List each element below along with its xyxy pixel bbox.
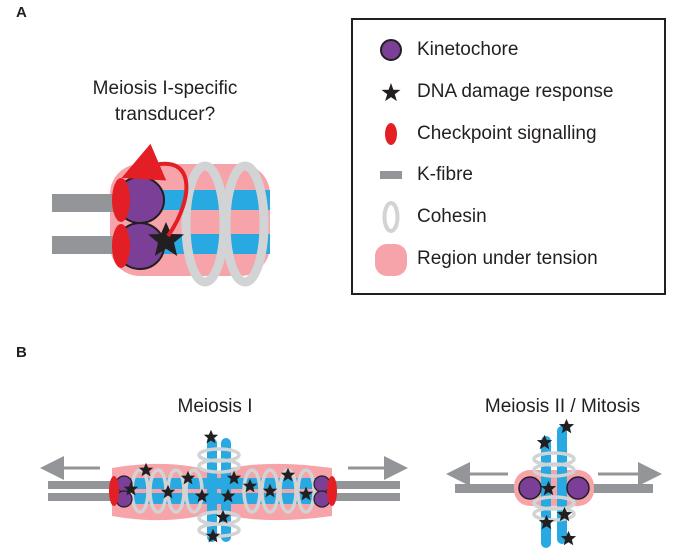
chromatid-horizontal-1 xyxy=(122,478,320,489)
tension-region-meiosis-i xyxy=(112,463,332,521)
k-fibre-left-mii xyxy=(455,484,523,493)
legend-label-tension: Region under tension xyxy=(417,248,598,269)
legend-item-cohesin: Cohesin xyxy=(353,200,664,236)
kinetochore-lower xyxy=(115,222,165,270)
cohesin-ring-1 xyxy=(181,161,229,287)
panel-a-label: A xyxy=(16,4,27,21)
legend-label-checkpoint: Checkpoint signalling xyxy=(417,123,597,144)
chromatid-upper xyxy=(150,190,270,210)
kinetochore-left-2 xyxy=(115,490,133,508)
meiosis-ii-mitosis-title: Meiosis II / Mitosis xyxy=(484,396,641,417)
legend-item-checkpoint: Checkpoint signalling xyxy=(353,117,664,153)
kinetochore-mii-right xyxy=(566,476,590,500)
checkpoint-right xyxy=(327,476,337,506)
chromatid-lower xyxy=(150,234,270,254)
dna-damage-stars-meiosis-i xyxy=(123,429,314,543)
legend-item-k-fibre: K-fibre xyxy=(353,158,664,194)
checkpoint-left xyxy=(109,476,119,506)
cohesin-ring-icon xyxy=(382,201,400,233)
meiosis-i-title: Meiosis I xyxy=(177,396,253,417)
k-fibre-right-1 xyxy=(330,481,400,489)
k-fibre-lower xyxy=(52,236,124,254)
chromatid-vertical-1 xyxy=(207,438,217,542)
legend: Kinetochore DNA damage response Checkpoi… xyxy=(351,18,666,295)
checkpoint-upper xyxy=(112,178,130,222)
legend-label-kinetochore: Kinetochore xyxy=(417,39,519,60)
legend-item-tension: Region under tension xyxy=(353,242,664,278)
tension-region xyxy=(110,164,270,276)
signal-arrow xyxy=(121,143,189,238)
chromatid-horizontal-2 xyxy=(122,493,320,504)
kinetochore-upper xyxy=(115,176,165,224)
transducer-question: Meiosis I-specific transducer? xyxy=(60,76,270,128)
dna-damage-stars-mii xyxy=(536,418,577,546)
legend-label-cohesin: Cohesin xyxy=(417,206,487,227)
chromatid-mii-1 xyxy=(541,436,551,548)
checkpoint-icon xyxy=(385,123,397,145)
tension-region-icon xyxy=(375,244,407,276)
question-line-2: transducer? xyxy=(114,104,216,125)
legend-label-k-fibre: K-fibre xyxy=(417,164,473,185)
star-icon xyxy=(381,83,401,102)
meiosis-i-bivalent xyxy=(40,429,408,543)
chromatid-vertical-2 xyxy=(221,438,231,542)
kinetochore-right-2 xyxy=(313,490,331,508)
kinetochore-right-1 xyxy=(313,475,331,493)
cohesin-ring-2 xyxy=(221,161,269,287)
kinetochore-left-1 xyxy=(115,475,133,493)
panel-b-label: B xyxy=(16,344,27,361)
meiosis-ii-chromosome xyxy=(446,418,662,548)
legend-label-dna-damage: DNA damage response xyxy=(417,81,614,102)
kinetochore-mii-left xyxy=(518,476,542,500)
k-fibre-icon xyxy=(380,171,402,179)
k-fibre-upper xyxy=(52,194,124,212)
question-line-1: Meiosis I-specific xyxy=(92,78,238,99)
checkpoint-lower xyxy=(112,224,130,268)
dna-damage-star xyxy=(148,222,184,256)
cohesin-rings-mii xyxy=(532,451,576,522)
cohesin-rings-meiosis-i xyxy=(130,447,316,538)
k-fibre-left-1 xyxy=(48,481,118,489)
legend-item-kinetochore: Kinetochore xyxy=(353,33,664,69)
chromatid-mii-2 xyxy=(557,426,567,544)
k-fibre-left-2 xyxy=(48,493,118,501)
tension-region-mii xyxy=(514,470,594,506)
panel-a-bivalent xyxy=(52,143,270,287)
kinetochore-icon xyxy=(380,39,402,61)
k-fibre-right-2 xyxy=(330,493,400,501)
legend-item-dna-damage: DNA damage response xyxy=(353,75,664,111)
k-fibre-right-mii xyxy=(585,484,653,493)
